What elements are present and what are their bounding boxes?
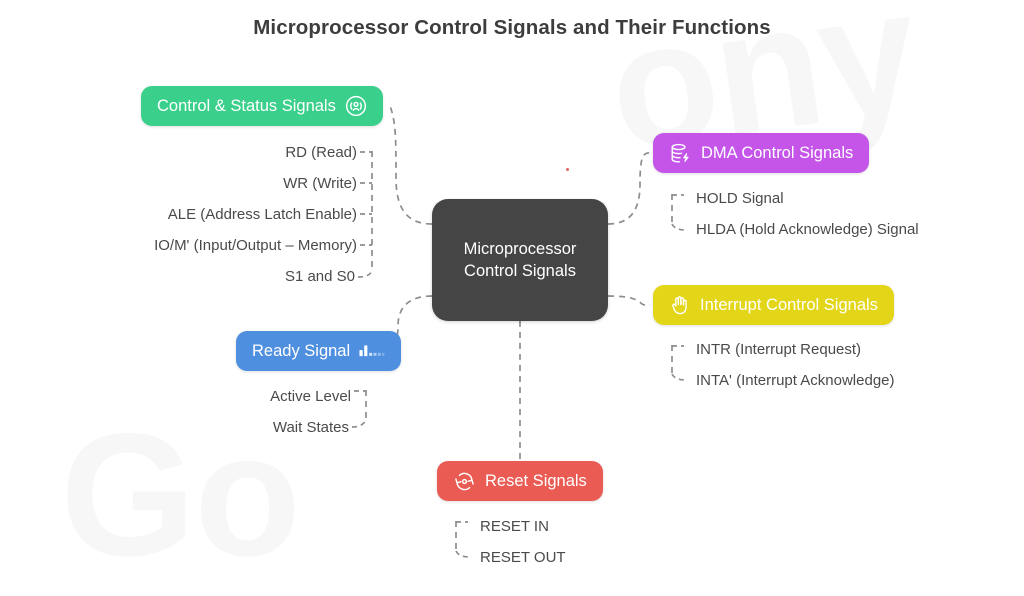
branch-label-dma-control: DMA Control Signals	[701, 143, 854, 162]
central-node-line-1: Microprocessor	[463, 239, 577, 258]
leaf-ready-signal-1: Wait States	[272, 419, 349, 436]
connector-center-to-interrupt-control	[607, 295, 651, 307]
hand-stop-icon	[669, 294, 691, 317]
branch-node-ready-signal[interactable]: Ready Signal	[236, 331, 402, 371]
twig-dma-control-1	[671, 223, 687, 231]
leaf-dma-control-0: HOLD Signal	[696, 190, 784, 207]
central-node-label: Microprocessor Control Signals	[464, 238, 577, 283]
page-title: Microprocessor Control Signals and Their…	[253, 16, 771, 39]
twig-reset-signals-1	[455, 550, 471, 558]
leaf-control-status-2: ALE (Address Latch Enable)	[167, 206, 357, 223]
leaf-control-status-1: WR (Write)	[283, 175, 357, 192]
leaf-interrupt-control-1: INTA' (Interrupt Acknowledge)	[696, 372, 895, 389]
central-node[interactable]: Microprocessor Control Signals	[432, 199, 608, 321]
central-node-line-2: Control Signals	[464, 262, 576, 280]
branch-label-interrupt-control: Interrupt Control Signals	[700, 295, 878, 314]
leaf-reset-signals-0: RESET IN	[480, 518, 549, 535]
reset-refresh-icon	[453, 470, 476, 493]
twig-ready-signal-1	[351, 419, 367, 428]
connector-center-to-control-status	[389, 105, 433, 225]
leaf-control-status-0: RD (Read)	[285, 144, 357, 161]
leaf-dma-control-1: HLDA (Hold Acknowledge) Signal	[696, 221, 919, 238]
leaf-control-status-3: IO/M' (Input/Output – Memory)	[154, 237, 357, 254]
leaf-interrupt-control-0: INTR (Interrupt Request)	[696, 341, 862, 358]
branch-label-ready-signal: Ready Signal	[252, 341, 351, 360]
broadcast-antenna-icon	[345, 95, 367, 117]
branch-label-reset-signals: Reset Signals	[485, 471, 587, 490]
branch-label-control-status: Control & Status Signals	[157, 96, 336, 115]
decorative-dot	[566, 168, 569, 171]
twig-interrupt-control-1	[671, 373, 687, 381]
database-bolt-icon	[669, 142, 692, 165]
branch-node-control-status[interactable]: Control & Status Signals	[141, 86, 383, 126]
branch-node-interrupt-control[interactable]: Interrupt Control Signals	[653, 285, 894, 325]
leaf-reset-signals-1: RESET OUT	[480, 549, 566, 566]
branch-node-dma-control[interactable]: DMA Control Signals	[653, 133, 870, 173]
branch-node-reset-signals[interactable]: Reset Signals	[437, 461, 603, 501]
signal-bars-icon	[359, 341, 385, 361]
leaf-ready-signal-0: Active Level	[270, 388, 351, 405]
leaf-control-status-4: S1 and S0	[284, 268, 355, 285]
watermark-left: Go	[60, 395, 299, 596]
twig-control-status-4	[357, 270, 373, 278]
